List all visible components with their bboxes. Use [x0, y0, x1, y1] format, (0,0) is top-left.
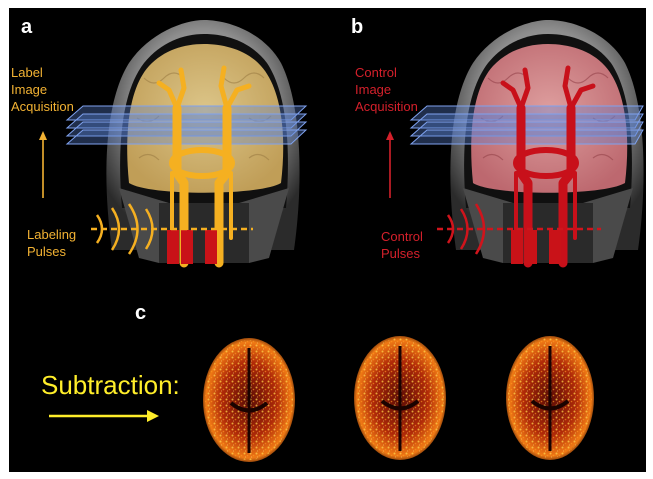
asl-figure: a b c Label Image Acquisition Labeling P… [9, 8, 646, 472]
panel-b-letter: b [351, 16, 363, 39]
panel-a-letter: a [21, 16, 32, 39]
panel-b-imaging-slabs [411, 106, 643, 144]
panel-b-pulse-label: Control Pulses [381, 228, 423, 262]
panel-a-acquisition-label: Label Image Acquisition [11, 64, 74, 115]
panel-a-up-arrow [39, 131, 47, 198]
panel-a-imaging-slabs [67, 106, 306, 144]
subtraction-arrow [49, 410, 159, 422]
panel-b-up-arrow [386, 131, 394, 198]
panel-c-letter: c [135, 302, 146, 325]
panel-c-perfusion-map-1 [203, 338, 295, 462]
panel-b-acquisition-label: Control Image Acquisition [355, 64, 418, 115]
panel-c-perfusion-map-2 [354, 336, 446, 460]
panel-b-feeding-vessels [511, 230, 561, 264]
figure-graphics [9, 8, 646, 472]
panel-a-feeding-vessels [167, 230, 217, 264]
panel-a-pulse-label: Labeling Pulses [27, 226, 76, 260]
panel-c-perfusion-map-3 [506, 336, 594, 460]
subtraction-label: Subtraction: [41, 370, 180, 401]
